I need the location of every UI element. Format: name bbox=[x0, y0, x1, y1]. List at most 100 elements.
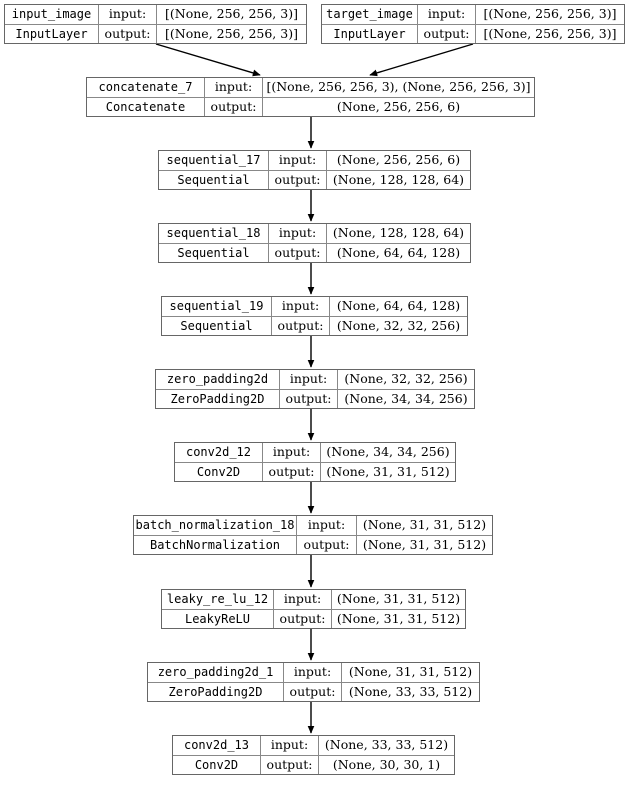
output-label: output: bbox=[284, 682, 342, 701]
input-shape: (None, 33, 33, 512) bbox=[324, 737, 449, 752]
layer-class: InputLayer bbox=[322, 24, 418, 43]
input-shape: [(None, 256, 256, 3)] bbox=[483, 6, 617, 21]
input-shape: [(None, 256, 256, 3), (None, 256, 256, 3… bbox=[266, 79, 531, 94]
output-shape: (None, 31, 31, 512) bbox=[336, 610, 461, 626]
output-shape: (None, 33, 33, 512) bbox=[348, 683, 473, 699]
layer-name: batch_normalization_18 bbox=[134, 516, 297, 535]
output-shape: (None, 30, 30, 1) bbox=[332, 756, 441, 772]
layer-name: target_image bbox=[322, 5, 418, 24]
input-label: input: bbox=[272, 297, 330, 316]
output-shape: (None, 31, 31, 512) bbox=[362, 536, 487, 552]
layer-name: sequential_18 bbox=[159, 224, 269, 243]
output-shape: [(None, 256, 256, 3)] bbox=[165, 25, 298, 41]
input-shape: (None, 31, 31, 512) bbox=[348, 664, 473, 679]
input-label: input: bbox=[284, 663, 342, 682]
output-label: output: bbox=[269, 243, 327, 262]
layer-name: sequential_17 bbox=[159, 151, 269, 170]
output-label: output: bbox=[263, 462, 321, 481]
layer-class: Sequential bbox=[159, 170, 269, 189]
input-shape: (None, 34, 34, 256) bbox=[326, 444, 450, 459]
input-label: input: bbox=[205, 78, 263, 97]
edge-target_image-to-concatenate_7 bbox=[369, 43, 474, 77]
output-label: output: bbox=[261, 755, 319, 774]
output-label: output: bbox=[269, 170, 327, 189]
output-label: output: bbox=[272, 316, 330, 335]
layer-name: concatenate_7 bbox=[87, 78, 205, 97]
layer-class: Conv2D bbox=[173, 755, 261, 774]
output-label: output: bbox=[274, 609, 332, 628]
layer-class: Concatenate bbox=[87, 97, 205, 116]
layer-class: BatchNormalization bbox=[134, 535, 297, 554]
output-label: output: bbox=[280, 389, 338, 408]
input-shape: (None, 256, 256, 6) bbox=[336, 152, 461, 167]
layer-name: conv2d_13 bbox=[173, 736, 261, 755]
layer-name: leaky_re_lu_12 bbox=[162, 590, 274, 609]
input-shape: (None, 64, 64, 128) bbox=[336, 298, 461, 313]
output-shape: (None, 31, 31, 512) bbox=[326, 463, 450, 479]
output-shape: (None, 64, 64, 128) bbox=[336, 244, 461, 260]
output-label: output: bbox=[418, 24, 476, 43]
input-shape: (None, 128, 128, 64) bbox=[332, 225, 465, 240]
output-shape: (None, 128, 128, 64) bbox=[332, 171, 465, 187]
input-label: input: bbox=[269, 151, 327, 170]
output-shape: (None, 34, 34, 256) bbox=[344, 390, 468, 406]
input-label: input: bbox=[261, 736, 319, 755]
layer-class: Sequential bbox=[159, 243, 269, 262]
layer-class: Conv2D bbox=[175, 462, 263, 481]
input-label: input: bbox=[297, 516, 357, 535]
output-shape: (None, 32, 32, 256) bbox=[336, 317, 461, 333]
output-label: output: bbox=[297, 535, 357, 554]
layer-class: LeakyReLU bbox=[162, 609, 274, 628]
layer-class: ZeroPadding2D bbox=[148, 682, 284, 701]
edge-input_image-to-concatenate_7 bbox=[155, 43, 261, 77]
input-label: input: bbox=[274, 590, 332, 609]
input-shape: [(None, 256, 256, 3)] bbox=[165, 6, 298, 21]
output-shape: (None, 256, 256, 6) bbox=[336, 98, 461, 114]
layer-class: ZeroPadding2D bbox=[156, 389, 280, 408]
input-label: input: bbox=[418, 5, 476, 24]
layer-name: input_image bbox=[5, 5, 99, 24]
input-shape: (None, 31, 31, 512) bbox=[362, 517, 487, 532]
layer-name: zero_padding2d bbox=[156, 370, 280, 389]
layer-class: Sequential bbox=[162, 316, 272, 335]
input-shape: (None, 32, 32, 256) bbox=[344, 371, 468, 386]
output-label: output: bbox=[205, 97, 263, 116]
input-label: input: bbox=[269, 224, 327, 243]
output-shape: [(None, 256, 256, 3)] bbox=[483, 25, 617, 41]
layer-name: zero_padding2d_1 bbox=[148, 663, 284, 682]
input-label: input: bbox=[99, 5, 157, 24]
input-label: input: bbox=[263, 443, 321, 462]
input-shape: (None, 31, 31, 512) bbox=[336, 591, 461, 606]
